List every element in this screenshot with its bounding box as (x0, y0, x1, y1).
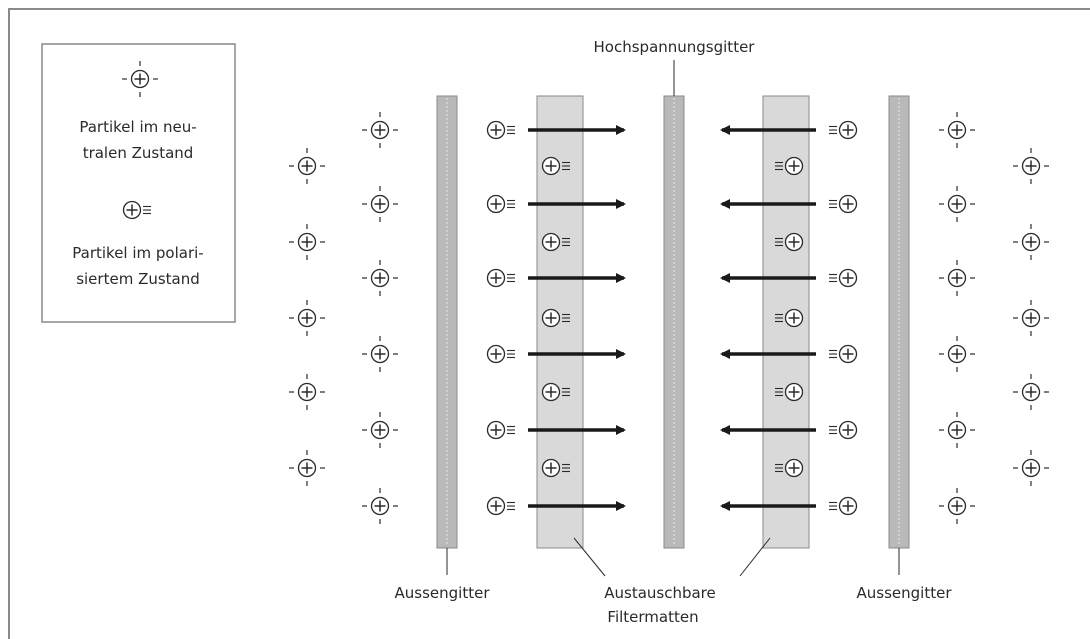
trapped-particle-right-mat (775, 382, 804, 402)
neutral-particle-far-right (1013, 300, 1049, 336)
polarized-particle-right (829, 194, 858, 214)
legend-polarized-line1: Partikel im polari- (72, 244, 203, 262)
polarized-particle-right (829, 120, 858, 140)
filter-mat-left-leader (573, 537, 606, 577)
neutral-particle-right (939, 412, 975, 448)
polarized-particle-right (829, 268, 858, 288)
trapped-particle-left-mat (541, 458, 570, 478)
legend-neutral-line1: Partikel im neu- (79, 118, 196, 136)
outer-grid-left-label: Aussengitter (395, 584, 491, 602)
legend-neutral-line2: tralen Zustand (83, 144, 194, 162)
neutral-particle-right (939, 112, 975, 148)
diagram-frame (8, 8, 1090, 639)
legend-neutral-particle (122, 61, 158, 97)
neutral-particle-left (362, 488, 398, 524)
particles (289, 112, 1049, 524)
trapped-particle-left-mat (541, 382, 570, 402)
polarized-particle-left (486, 420, 515, 440)
trapped-particle-left-mat (541, 308, 570, 328)
field-arrows (528, 125, 816, 511)
filter-mats-label-line2: Filtermatten (607, 608, 698, 626)
neutral-particle-left (362, 412, 398, 448)
neutral-particle-far-right (1013, 148, 1049, 184)
neutral-particle-far-left (289, 148, 325, 184)
neutral-particle-right (939, 488, 975, 524)
neutral-particle-far-left (289, 300, 325, 336)
legend-polarized-line2: siertem Zustand (76, 270, 200, 288)
neutral-particle-far-left (289, 224, 325, 260)
neutral-particle-left (362, 260, 398, 296)
outer-grid-right-label: Aussengitter (857, 584, 953, 602)
trapped-particle-left-mat (541, 232, 570, 252)
neutral-particle-far-right (1013, 450, 1049, 486)
neutral-particle-left (362, 186, 398, 222)
filter-mat-right-leader (739, 537, 771, 577)
polarized-particle-right (829, 420, 858, 440)
trapped-particle-right-mat (775, 232, 804, 252)
neutral-particle-far-right (1013, 224, 1049, 260)
neutral-particle-right (939, 336, 975, 372)
trapped-particle-right-mat (775, 308, 804, 328)
neutral-particle-far-left (289, 374, 325, 410)
legend: Partikel im neu- tralen Zustand Partikel… (41, 43, 236, 323)
polarized-particle-left (486, 496, 515, 516)
polarized-particle-right (829, 496, 858, 516)
neutral-particle-left (362, 336, 398, 372)
polarized-particle-left (486, 194, 515, 214)
polarized-particle-left (486, 120, 515, 140)
trapped-particle-right-mat (775, 156, 804, 176)
neutral-particle-left (362, 112, 398, 148)
trapped-particle-left-mat (541, 156, 570, 176)
polarized-particle-right (829, 344, 858, 364)
polarized-particle-icon (122, 200, 151, 220)
polarized-particle-left (486, 344, 515, 364)
neutral-particle-icon (122, 61, 158, 97)
neutral-particle-far-right (1013, 374, 1049, 410)
neutral-particle-far-left (289, 450, 325, 486)
trapped-particle-right-mat (775, 458, 804, 478)
legend-polarized-particle (122, 200, 151, 220)
high-voltage-grid-label: Hochspannungsgitter (594, 38, 756, 56)
polarized-particle-left (486, 268, 515, 288)
neutral-particle-right (939, 260, 975, 296)
filter-mats-label-line1: Austauschbare (604, 584, 716, 602)
neutral-particle-right (939, 186, 975, 222)
